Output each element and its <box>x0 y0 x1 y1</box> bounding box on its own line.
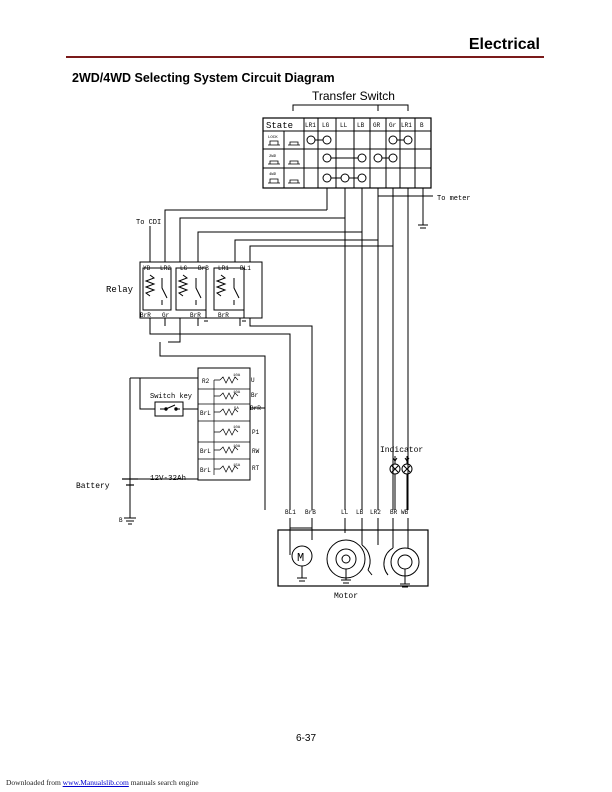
battery-symbol <box>122 478 198 525</box>
footer-link[interactable]: www.Manualslib.com <box>62 778 129 787</box>
ts-row-1: 2WD <box>269 155 277 159</box>
fuse-rating-4: 10A <box>233 445 241 449</box>
motor-label: Motor <box>334 592 358 601</box>
to-cdi-label: To CDI <box>136 219 161 227</box>
to-meter-label: To meter <box>437 195 471 203</box>
motor-box <box>277 529 429 587</box>
transfer-switch-table <box>262 117 432 189</box>
fuse-box <box>197 367 251 481</box>
relay-bottom-1: Gr <box>162 312 170 319</box>
footer: Downloaded from www.Manualslib.com manua… <box>6 778 199 787</box>
ts-col-2: LL <box>340 122 348 129</box>
relay-label: Relay <box>106 285 134 295</box>
relay-bottom-2: BrR <box>190 312 201 319</box>
fuse-rating-1: 10A <box>233 391 241 395</box>
header-title: Electrical <box>468 36 540 53</box>
relay-units <box>142 267 245 311</box>
ts-col-4: GR <box>373 122 381 129</box>
relay-top-2: LG <box>180 265 188 272</box>
fuse-rating-2: 5A <box>234 407 239 411</box>
header-rule <box>66 56 544 58</box>
ts-col-6: LR1 <box>401 122 412 129</box>
ts-row-0: LOCK <box>268 136 278 140</box>
motor-term-3: LB <box>356 509 364 516</box>
relay-box <box>139 261 263 319</box>
ts-col-5: Gr <box>389 122 397 129</box>
relay-top-1: LR2 <box>160 265 171 272</box>
motor-components <box>291 539 420 588</box>
fuse-right-1: Br <box>251 392 259 399</box>
motor-term-5: BR <box>390 509 398 516</box>
section-title: 2WD/4WD Selecting System Circuit Diagram <box>72 71 335 85</box>
ts-row-2: 4WD <box>269 173 277 177</box>
fuse-left-3: BrL <box>200 467 211 474</box>
relay-bottom-0: BrR <box>140 312 151 319</box>
footer-prefix: Downloaded from <box>6 778 63 787</box>
motor-term-0: BL1 <box>285 509 296 516</box>
fuse-right-0: U <box>251 377 255 384</box>
switch-key-label: Switch key <box>150 393 192 401</box>
fuse-left-0: R2 <box>202 378 210 385</box>
state-icons <box>268 140 300 184</box>
ts-col-7: B <box>420 122 424 129</box>
relay-top-0: YB <box>143 265 151 272</box>
motor-term-6: WB <box>401 509 409 516</box>
fuse-rating-3: 10A <box>233 426 241 430</box>
fuse-right-3: P1 <box>252 429 260 436</box>
ts-col-3: LB <box>357 122 365 129</box>
page-number: 6-37 <box>295 733 316 744</box>
ts-col-1: LG <box>322 122 330 129</box>
motor-term-2: LL <box>341 509 349 516</box>
indicator-label: Indicator <box>380 446 423 455</box>
fuse-rows <box>198 376 250 475</box>
motor-term-4: LR2 <box>370 509 381 516</box>
battery-label: Battery <box>76 482 110 491</box>
relay-top-4: LR1 <box>218 265 229 272</box>
fuse-left-1: BrL <box>200 410 211 417</box>
relay-top-3: BrB <box>198 265 209 272</box>
switch-contacts <box>306 135 413 183</box>
transfer-switch-title: Transfer Switch <box>312 89 395 103</box>
fuse-right-5: RT <box>252 465 260 472</box>
motor-term-1: BrB <box>305 509 316 516</box>
motor-m-label: M <box>297 551 304 565</box>
fuse-right-4: RW <box>252 448 260 455</box>
relay-grounds <box>202 310 248 322</box>
fuse-rating-5: 15A <box>233 464 241 468</box>
footer-suffix: manuals search engine <box>128 778 199 787</box>
relay-bottom-3: BrR <box>218 312 229 319</box>
ts-col-0: LR1 <box>305 122 316 129</box>
relay-top-5: BL1 <box>240 265 251 272</box>
state-label: State <box>266 121 293 131</box>
indicator-lamps <box>389 456 413 510</box>
fuse-rating-0: 10A <box>233 374 241 378</box>
battery-ground-label: B <box>119 517 123 524</box>
fuse-left-2: BrL <box>200 448 211 455</box>
wiring <box>149 188 433 510</box>
